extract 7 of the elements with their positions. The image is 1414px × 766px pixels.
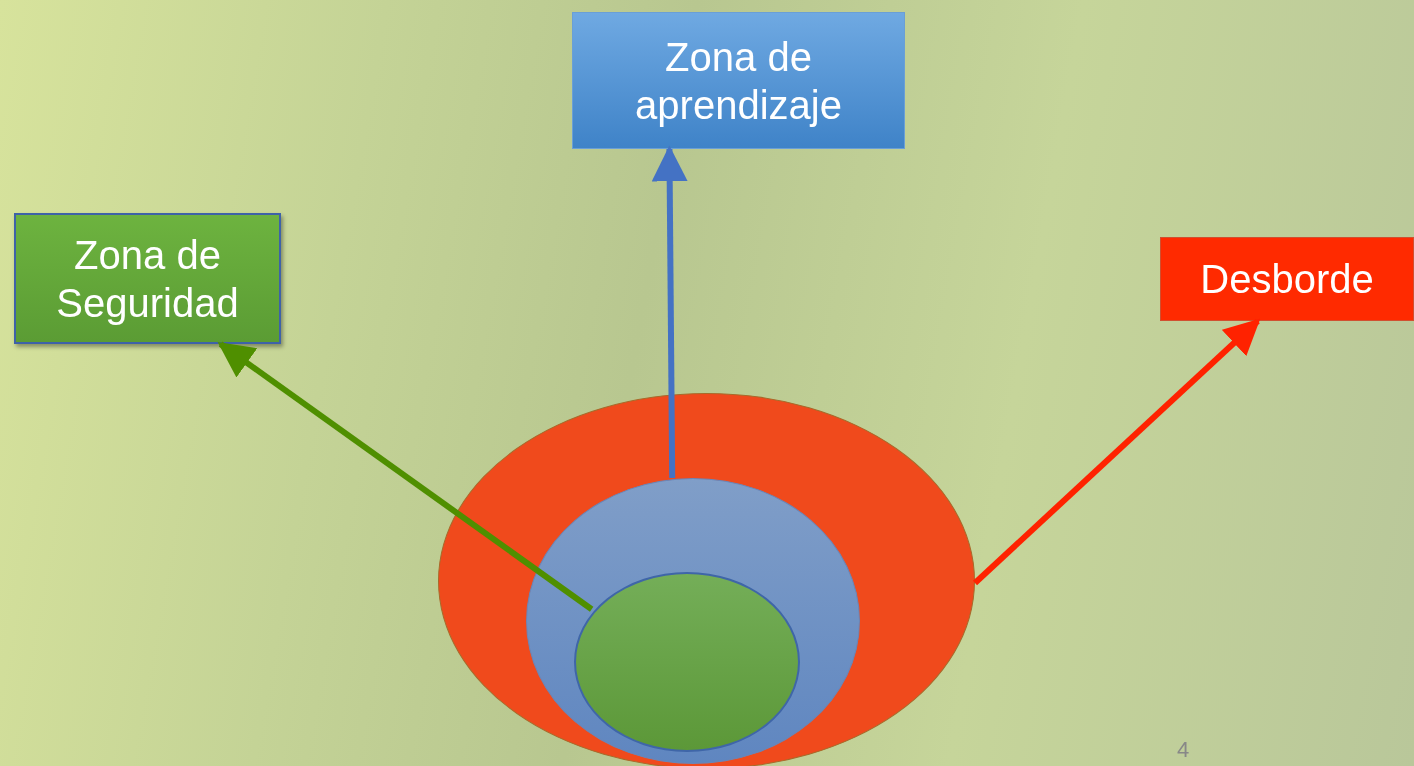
- arrow: [217, 341, 594, 612]
- zone-box: Zona de Seguridad: [14, 213, 281, 344]
- arrow: [972, 318, 1261, 586]
- zone-box: Zona de aprendizaje: [572, 12, 905, 149]
- arrow: [651, 145, 688, 479]
- zone-box: Desborde: [1160, 237, 1414, 321]
- page-number: 4: [1177, 737, 1190, 763]
